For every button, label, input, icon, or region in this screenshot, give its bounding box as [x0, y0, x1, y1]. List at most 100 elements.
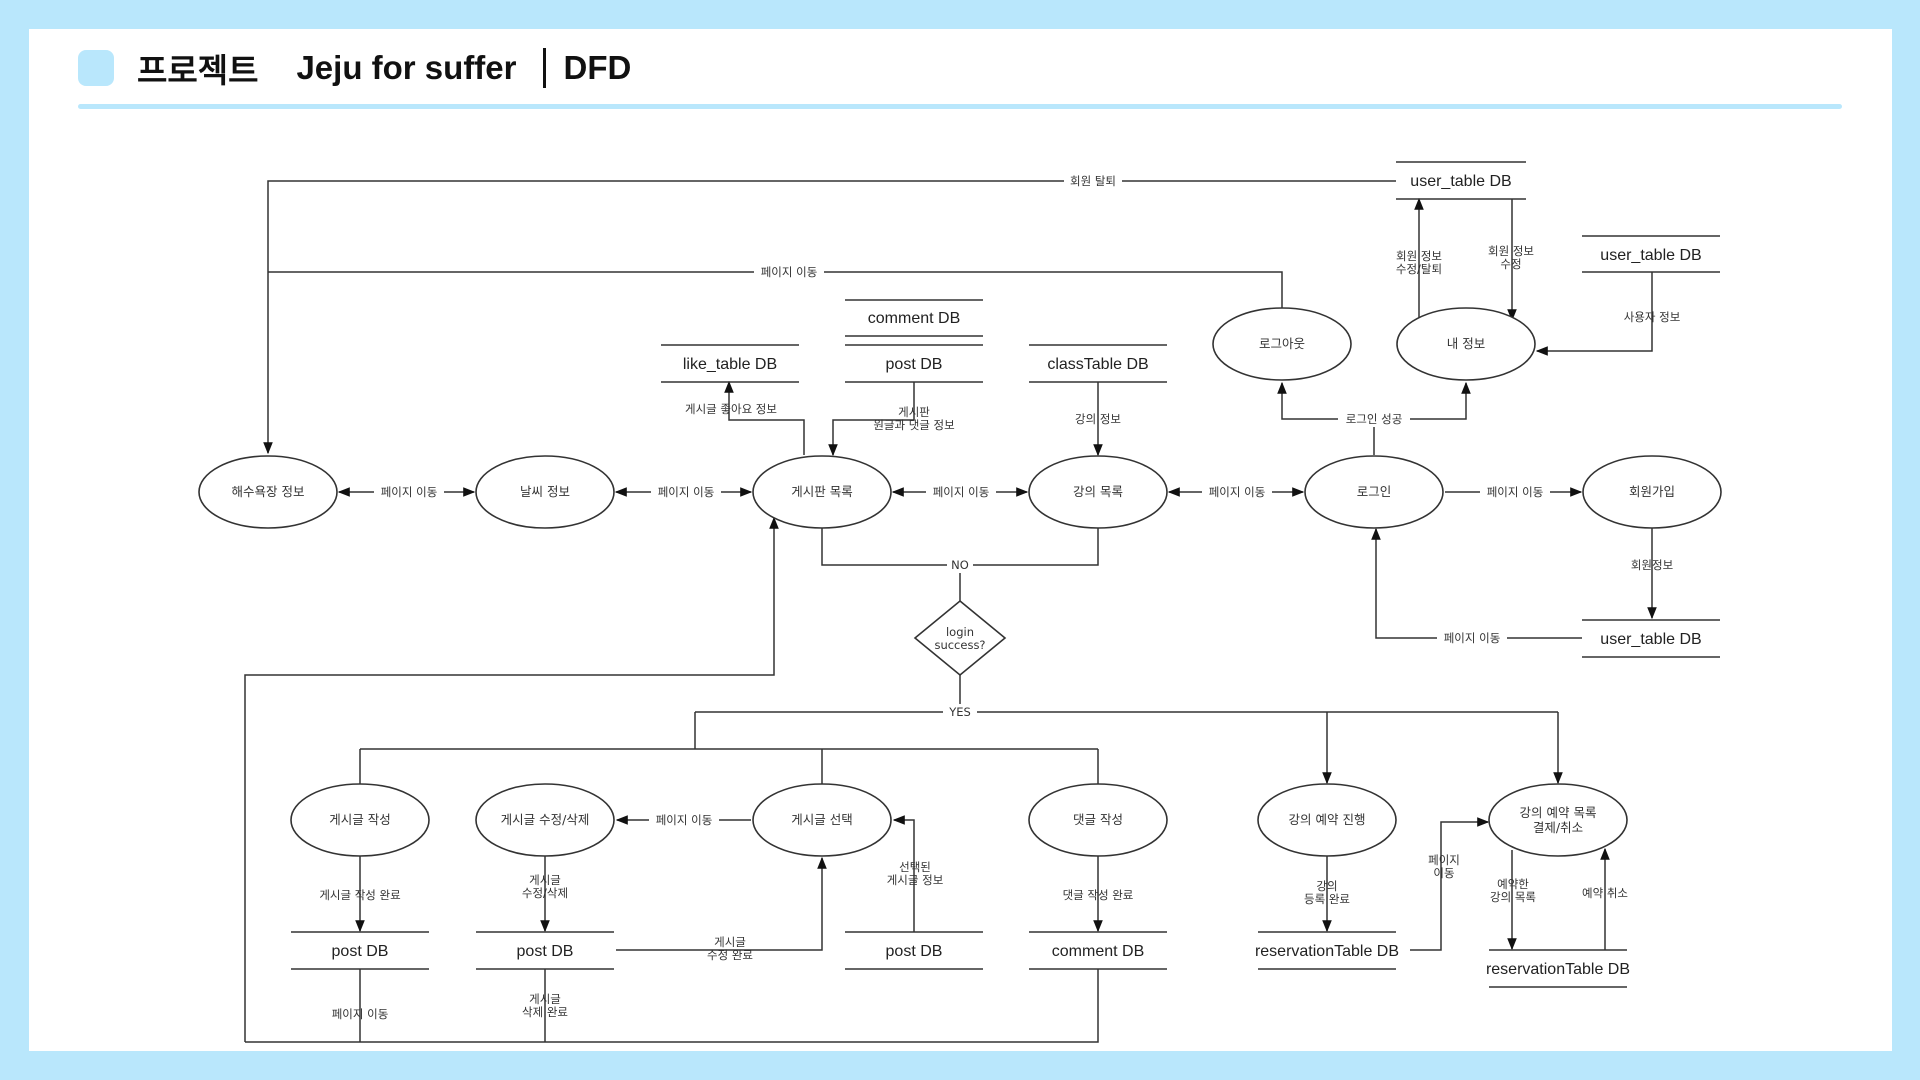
flow-label-reserved-2: 강의 목록	[1490, 890, 1536, 904]
flow-post-edit-done	[616, 856, 827, 951]
process-my-info	[1396, 307, 1536, 381]
slide-panel	[29, 29, 1892, 1051]
flow-label-reserve-page-move-1: 페이지	[1428, 853, 1460, 867]
process-reserve-list-label-1: 강의 예약 목록	[1520, 805, 1597, 820]
flow-logout-page-move	[268, 271, 1283, 308]
process-signup	[1582, 455, 1722, 529]
process-login	[1304, 455, 1444, 529]
process-post-select-label: 게시글 선택	[791, 812, 852, 827]
flow-label-beach-weather: 페이지 이동	[381, 485, 438, 499]
store-post-edit: post DB	[517, 943, 574, 960]
flow-label-post-write-page-move: 페이지 이동	[332, 1007, 389, 1021]
process-beach	[198, 455, 338, 529]
process-beach-label: 해수욕장 정보	[232, 484, 305, 499]
flow-signup-page-move	[1371, 527, 1582, 639]
process-login-label: 로그인	[1357, 484, 1392, 499]
store-user-table-signup: user_table DB	[1600, 631, 1701, 648]
flow-label-board-info-1: 게시판	[898, 405, 930, 419]
title-section: DFD	[563, 49, 632, 86]
flow-label-select-to-edit: 페이지 이동	[656, 813, 713, 827]
flow-loop-bottom	[245, 969, 1099, 1043]
flow-like-info	[724, 380, 805, 455]
flow-label-post-delete-done-1: 게시글	[529, 992, 561, 1006]
flow-label-reserve-page-move-2: 이동	[1433, 866, 1454, 880]
flow-label-member-info: 회원정보	[1631, 558, 1673, 572]
flow-loop-to-board	[244, 516, 779, 1042]
decision-no-label: NO	[951, 558, 969, 572]
store-like-table: like_table DB	[683, 356, 777, 373]
store-post-write: post DB	[332, 943, 389, 960]
process-class-list-label: 강의 목록	[1073, 484, 1123, 499]
decision-yes-label: YES	[948, 705, 971, 719]
process-signup-label: 회원가입	[1629, 484, 1675, 499]
flow-label-edit-withdraw-1: 회원 정보	[1396, 249, 1442, 263]
decision-label-1: login	[946, 625, 974, 639]
process-post-write	[290, 783, 430, 857]
process-post-write-label: 게시글 작성	[329, 812, 390, 827]
process-post-edit-label: 게시글 수정/삭제	[501, 812, 590, 827]
flow-label-post-edit-done-1: 게시글	[714, 935, 746, 949]
flow-label-selected-post-2: 게시글 정보	[887, 873, 944, 887]
title-separator	[542, 48, 546, 88]
process-comment-write	[1028, 783, 1168, 857]
store-user-table-top: user_table DB	[1410, 173, 1511, 190]
flow-selected-post	[892, 815, 915, 932]
process-class-list	[1028, 455, 1168, 529]
title-project-name: Jeju for suffer	[296, 49, 517, 86]
flow-label-board-class: 페이지 이동	[933, 485, 990, 499]
process-board-list-label: 게시판 목록	[791, 484, 852, 499]
flow-label-comment-done: 댓글 작성 완료	[1063, 888, 1134, 902]
flow-label-member-edit-1: 회원 정보	[1488, 244, 1534, 258]
flow-label-post-edit-done-2: 수정 완료	[707, 948, 753, 962]
flow-label-weather-board: 페이지 이동	[658, 485, 715, 499]
store-reservation-1: reservationTable DB	[1255, 943, 1399, 960]
process-class-reserve	[1257, 783, 1397, 857]
flow-label-class-reg-1: 강의	[1316, 879, 1337, 893]
flow-label-withdraw: 회원 탈퇴	[1070, 174, 1116, 188]
process-weather	[475, 455, 615, 529]
flow-label-edit-withdraw-2: 수정/탈퇴	[1396, 262, 1442, 276]
store-user-table-right: user_table DB	[1600, 247, 1701, 264]
process-logout	[1212, 307, 1352, 381]
process-logout-label: 로그아웃	[1259, 336, 1305, 351]
flow-label-member-edit-2: 수정	[1500, 257, 1521, 271]
process-class-reserve-label: 강의 예약 진행	[1289, 812, 1366, 827]
flow-label-reserved-1: 예약한	[1497, 877, 1529, 891]
process-comment-write-label: 댓글 작성	[1073, 812, 1123, 827]
store-post-select: post DB	[886, 943, 943, 960]
flow-label-selected-post-1: 선택된	[899, 860, 931, 874]
flow-label-class-reg-2: 등록 완료	[1304, 892, 1350, 906]
title-bullet-icon	[78, 50, 114, 86]
flow-label-class-login: 페이지 이동	[1209, 485, 1266, 499]
flow-label-login-success: 로그인 성공	[1346, 412, 1403, 426]
process-reserve-list	[1488, 783, 1628, 857]
process-reserve-list-label-2: 결제/취소	[1533, 820, 1583, 835]
store-comment-bottom: comment DB	[1052, 943, 1144, 960]
flow-login-success	[1277, 381, 1375, 455]
title-project-label: 프로젝트	[137, 52, 259, 89]
flow-label-logout-page-move: 페이지 이동	[761, 265, 818, 279]
flow-label-user-info: 사용자 정보	[1624, 310, 1681, 324]
flow-withdraw	[263, 180, 1396, 455]
title-underline	[78, 104, 1842, 109]
flow-label-login-signup: 페이지 이동	[1487, 485, 1544, 499]
flow-board-info	[828, 382, 915, 457]
process-board-list	[752, 455, 892, 529]
process-post-select	[752, 783, 892, 857]
process-post-edit	[475, 783, 615, 857]
decision-login-success	[913, 599, 1007, 677]
process-my-info-label: 내 정보	[1447, 336, 1485, 351]
flow-label-post-edit-2: 수정/삭제	[522, 886, 568, 900]
page-title: 프로젝트 Jeju for suffer DFD	[137, 46, 631, 90]
flow-label-board-info-2: 원글과 댓글 정보	[873, 418, 954, 432]
store-reservation-2: reservationTable DB	[1486, 961, 1630, 978]
flow-label-reserve-cancel: 예약 취소	[1582, 886, 1628, 900]
flow-label-post-write-done: 게시글 작성 완료	[319, 888, 400, 902]
store-comment-top: comment DB	[868, 310, 960, 327]
process-weather-label: 날씨 정보	[520, 484, 570, 499]
flow-label-class-info: 강의 정보	[1075, 412, 1121, 426]
decision-label-2: success?	[934, 638, 985, 652]
store-class-table: classTable DB	[1047, 356, 1148, 373]
flow-label-like-info: 게시글 좋아요 정보	[685, 402, 777, 416]
